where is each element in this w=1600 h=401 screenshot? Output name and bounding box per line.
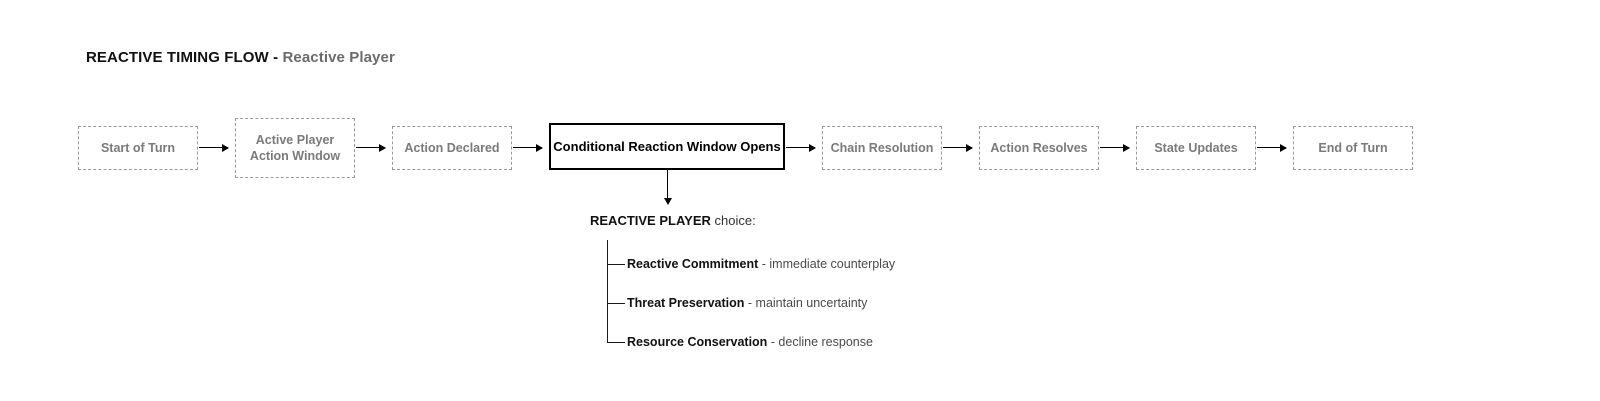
branch-tree-stub-line — [607, 264, 625, 265]
flow-node-action-declared[interactable]: Action Declared — [392, 126, 512, 170]
branch-option-description: - decline response — [767, 335, 873, 349]
flow-node-label: Start of Turn — [100, 140, 176, 155]
branch-option-list: Reactive Commitment - immediate counterp… — [607, 240, 1007, 351]
flow-node-end-of-turn[interactable]: End of Turn — [1293, 126, 1413, 170]
flow-arrow-4-icon — [786, 143, 816, 152]
branch-option-name: Reactive Commitment — [627, 257, 759, 271]
flow-arrow-5-icon — [943, 143, 973, 152]
flow-node-action-resolves[interactable]: Action Resolves — [979, 126, 1099, 170]
flow-node-label: Action Resolves — [990, 140, 1088, 155]
branch-option-text: Resource Conservation - decline response — [627, 333, 873, 351]
branch-tree-stub-line — [607, 342, 625, 343]
flow-node-conditional-reaction-window[interactable]: Conditional Reaction Window Opens — [549, 123, 785, 170]
flow-node-label: Action Declared — [404, 140, 500, 155]
branch-heading: REACTIVE PLAYER choice: — [590, 213, 756, 228]
flow-arrow-2-icon — [356, 143, 386, 152]
page-title: REACTIVE TIMING FLOW - Reactive Player — [86, 49, 395, 66]
flow-arrow-1-icon — [199, 143, 229, 152]
flow-arrow-6-icon — [1100, 143, 1130, 152]
flow-node-state-updates[interactable]: State Updates — [1136, 126, 1256, 170]
flow-arrow-3-icon — [513, 143, 543, 152]
flow-node-active-player-action-window[interactable]: Active Player Action Window — [235, 118, 355, 178]
branch-heading-strong: REACTIVE PLAYER — [590, 213, 711, 228]
flow-node-start-of-turn[interactable]: Start of Turn — [78, 126, 198, 170]
branch-tree-stub-line — [607, 303, 625, 304]
title-separator: - — [268, 49, 283, 66]
branch-heading-rest: choice: — [710, 213, 756, 228]
branch-option-name: Resource Conservation — [627, 335, 768, 349]
title-subject-text: Reactive Player — [282, 49, 395, 66]
branch-option-text: Threat Preservation - maintain uncertain… — [627, 294, 867, 312]
flow-node-label: State Updates — [1154, 140, 1238, 155]
flow-node-label: End of Turn — [1318, 140, 1388, 155]
branch-down-arrow-icon — [663, 170, 672, 205]
flow-node-label: Conditional Reaction Window Opens — [553, 138, 781, 154]
flow-node-label: Chain Resolution — [830, 140, 934, 155]
branch-option-text: Reactive Commitment - immediate counterp… — [627, 255, 895, 273]
flow-diagram: Start of Turn Active Player Action Windo… — [0, 0, 1600, 200]
title-main-text: REACTIVE TIMING FLOW — [86, 49, 269, 66]
flow-node-label: Active Player Action Window — [249, 132, 341, 164]
flow-arrow-7-icon — [1257, 143, 1287, 152]
flow-node-chain-resolution[interactable]: Chain Resolution — [822, 126, 942, 170]
branch-option-description: - immediate counterplay — [758, 257, 896, 271]
branch-tree-spine-line — [607, 240, 608, 343]
branch-option-name: Threat Preservation — [627, 296, 745, 310]
branch-option-description: - maintain uncertainty — [744, 296, 868, 310]
